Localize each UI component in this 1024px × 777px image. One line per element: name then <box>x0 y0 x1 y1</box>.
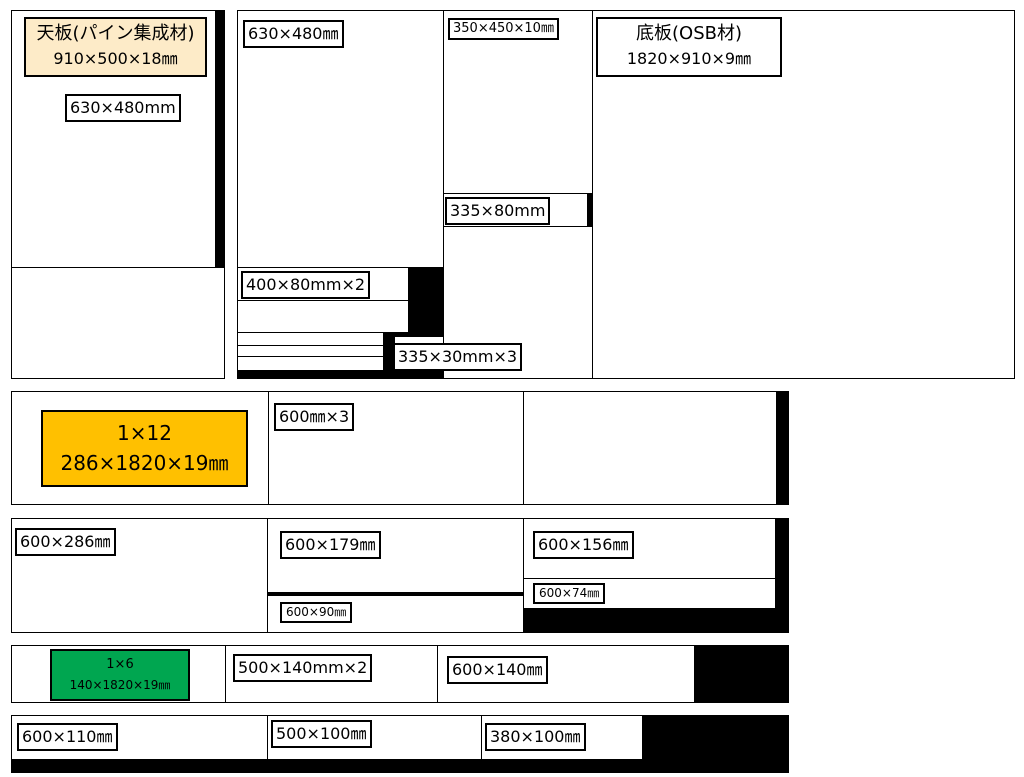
board-1x6-title: 1×6 140×1820×19㎜ <box>50 649 190 701</box>
board-row2-piece-label-e: 600×74㎜ <box>533 583 606 604</box>
top-board-waste-strip <box>215 10 225 268</box>
middle-board-waste-strip <box>587 193 593 227</box>
board-1x6-title-line1: 1×6 <box>106 657 134 672</box>
board-row4-cut-1 <box>267 715 268 759</box>
thin-strip-line-1 <box>237 345 383 346</box>
board-row2-piece-label-a: 600×286㎜ <box>15 528 116 556</box>
board-row4-waste-bottom <box>11 759 789 773</box>
strip-line-2 <box>237 332 408 333</box>
board-1x12-title-line2: 286×1820×19㎜ <box>60 451 229 475</box>
board-1x12-piece-label: 600㎜×3 <box>274 403 355 431</box>
board-row4-cut-2 <box>481 715 482 759</box>
board-1x12-title: 1×12 286×1820×19㎜ <box>41 410 248 487</box>
middle-piece-label-e: 335×80mm <box>445 197 551 225</box>
board-1x12-waste <box>776 391 789 505</box>
board-1x6-waste <box>694 645 789 703</box>
middle-piece-label-a: 630×480㎜ <box>243 20 344 48</box>
middle-piece-label-d: 350×450×10㎜ <box>448 18 559 40</box>
middle-piece-label-b: 400×80mm×2 <box>241 271 371 299</box>
middle-board-divider <box>443 10 444 379</box>
top-board-title-line1: 天板(パイン集成材) <box>36 23 195 44</box>
board-row2-cut-1 <box>267 518 268 633</box>
board-row2-piece-label-c: 600×156㎜ <box>533 531 634 559</box>
board-row2-waste-bottom <box>523 608 789 633</box>
board-row2-kerf <box>267 592 524 596</box>
top-board-cut-line <box>11 267 225 268</box>
board-row4-piece-label-a: 600×110㎜ <box>17 723 118 751</box>
board-row2-cut-2 <box>523 518 524 633</box>
thin-strip-waste-bottom <box>237 370 443 379</box>
strip-line-1 <box>237 300 408 301</box>
thin-strip-line-2 <box>237 356 383 357</box>
board-1x6-piece-label-b: 600×140㎜ <box>447 656 548 684</box>
board-1x6-title-line2: 140×1820×19㎜ <box>69 678 171 692</box>
board-row2-cut-3 <box>523 578 776 579</box>
middle-piece-label-c: 335×30mm×3 <box>393 343 523 371</box>
board-row2-piece-label-b: 600×179㎜ <box>280 531 381 559</box>
board-row4-piece-label-c: 380×100㎜ <box>485 723 586 751</box>
board-1x12-cut-1 <box>268 391 269 505</box>
board-row4-piece-label-b: 500×100㎜ <box>271 720 372 748</box>
middle-board-cut-left <box>237 267 443 268</box>
strip-waste-block <box>408 267 443 337</box>
middle-board-cut-right <box>443 193 593 194</box>
bottom-board-title-line1: 底板(OSB材) <box>636 23 742 44</box>
board-row2-piece-label-d: 600×90㎜ <box>280 602 353 623</box>
top-board-piece-label: 630×480mm <box>65 94 181 122</box>
bottom-board-title: 底板(OSB材) 1820×910×9㎜ <box>596 17 782 77</box>
board-1x12-cut-2 <box>523 391 524 505</box>
middle-board-cut-right-2 <box>443 226 593 227</box>
top-board-title: 天板(パイン集成材) 910×500×18㎜ <box>24 17 207 77</box>
board-1x6-piece-label-a: 500×140mm×2 <box>233 654 373 682</box>
board-row2-waste-right <box>775 518 789 633</box>
board-1x6-cut-2 <box>437 645 438 703</box>
top-board-title-line2: 910×500×18㎜ <box>53 49 178 68</box>
board-1x6-cut-1 <box>225 645 226 703</box>
thin-strip-waste-top <box>383 332 443 337</box>
board-1x12-title-line1: 1×12 <box>117 421 172 445</box>
thin-strip-waste-right <box>383 332 395 378</box>
bottom-board-title-line2: 1820×910×9㎜ <box>626 49 752 68</box>
